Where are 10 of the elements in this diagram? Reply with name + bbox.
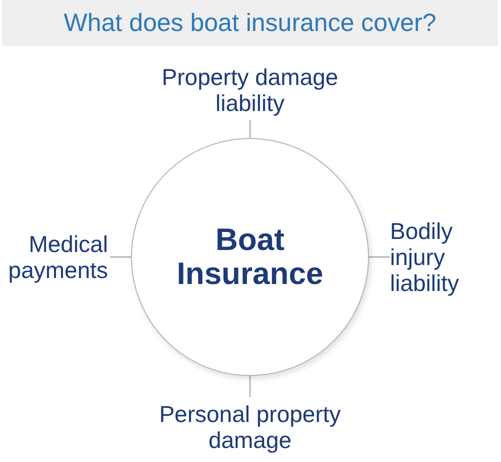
connector-line [249, 120, 251, 138]
coverage-label: Property damage liability [140, 60, 360, 120]
hub-label: Boat Insurance [176, 223, 324, 291]
connector-line [369, 256, 390, 258]
connector-line [249, 376, 251, 397]
coverage-label: Bodily injury liability [390, 213, 498, 301]
connector-line [110, 256, 131, 258]
coverage-label: Medical payments [0, 228, 110, 286]
coverage-label: Personal property damage [130, 397, 370, 457]
title-banner: What does boat insurance cover? [2, 0, 498, 46]
